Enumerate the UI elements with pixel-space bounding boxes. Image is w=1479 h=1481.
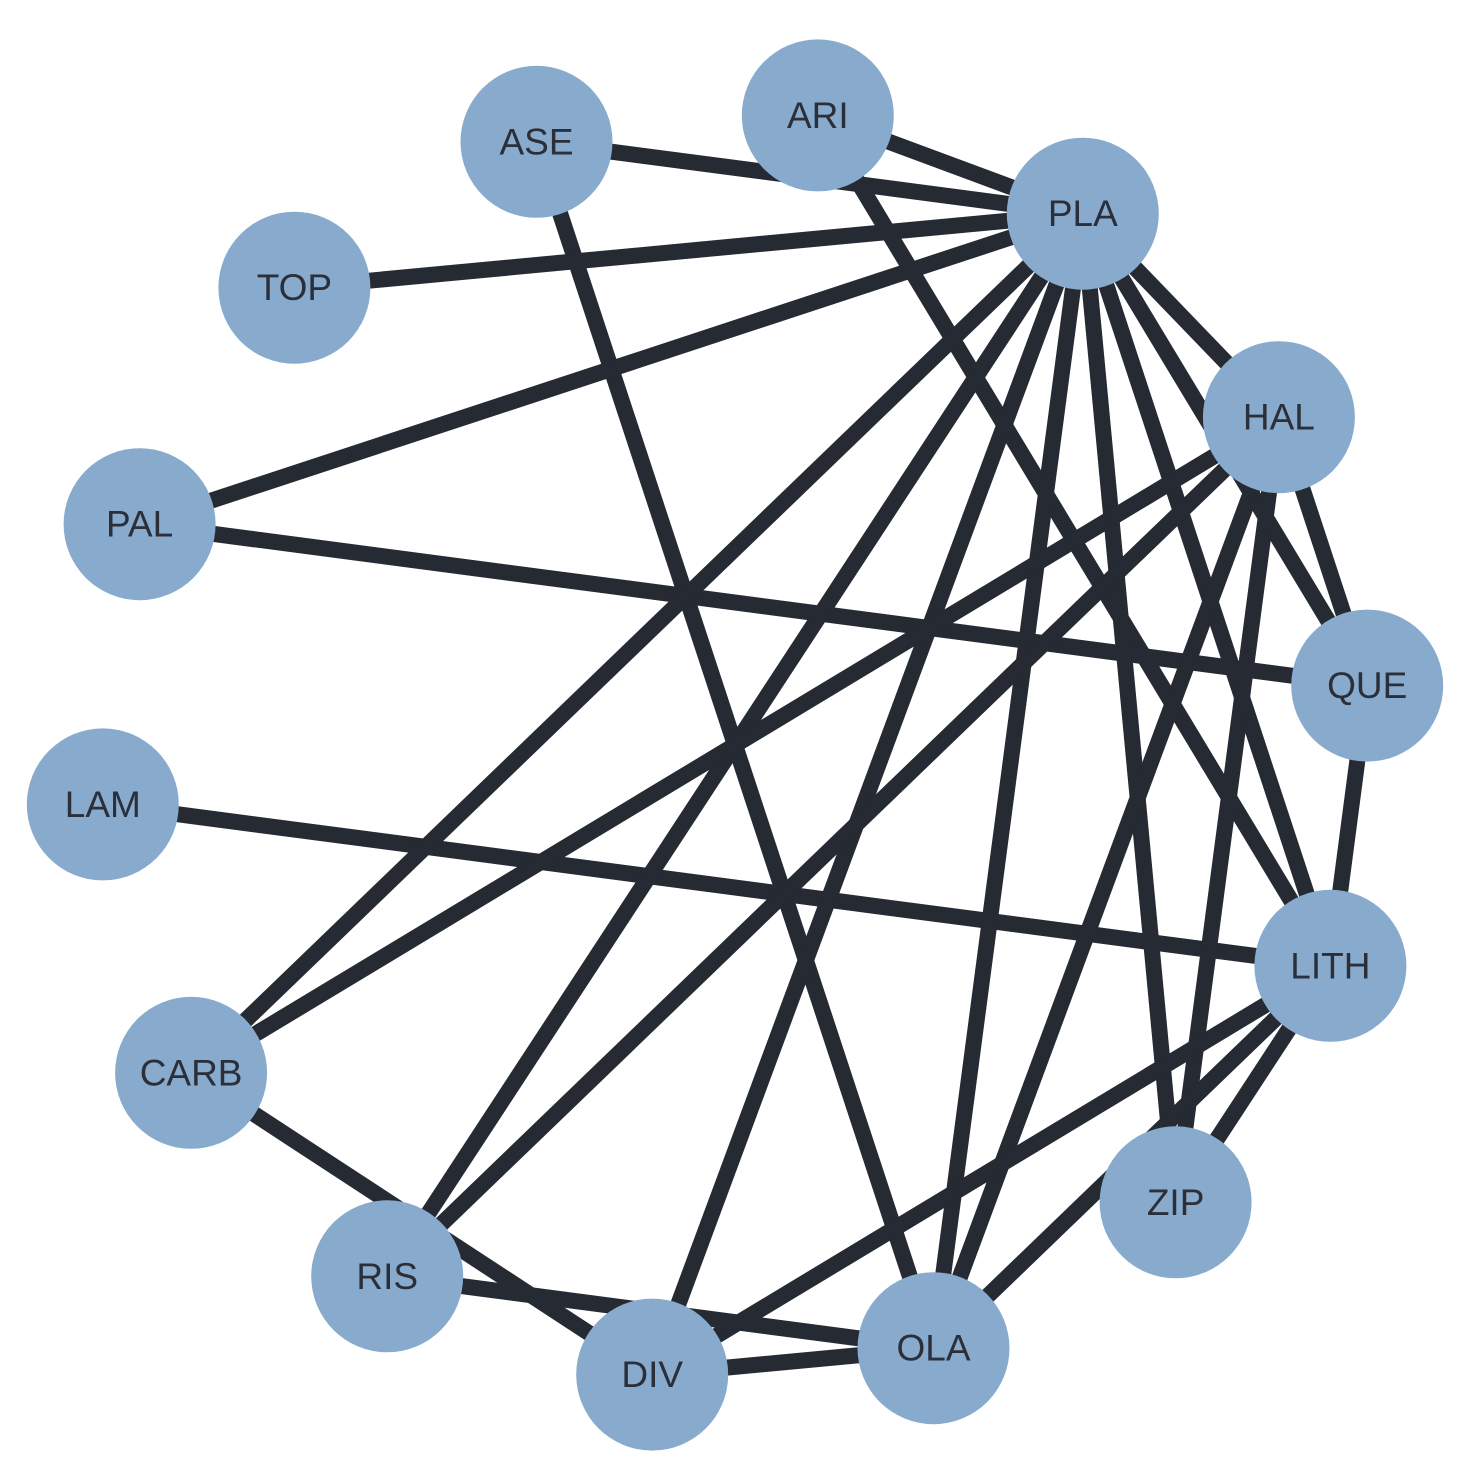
node-label: PLA <box>1048 193 1118 234</box>
node-hal: HAL <box>1202 341 1355 494</box>
node-ase: ASE <box>460 65 613 218</box>
node-circle <box>1006 137 1159 290</box>
edge-hal-zip <box>1167 416 1287 1204</box>
node-carb: CARB <box>115 996 268 1149</box>
edge-pla-ola <box>925 212 1091 1350</box>
node-label: ARI <box>787 95 849 136</box>
node-circle <box>576 1298 729 1451</box>
edge-pal-pla <box>137 206 1086 532</box>
edge-hal-ris <box>381 411 1285 1283</box>
node-label: LAM <box>65 784 141 825</box>
node-lith: LITH <box>1254 889 1407 1042</box>
node-label: OLA <box>896 1328 970 1369</box>
node-circle <box>857 1272 1010 1425</box>
edge-top-pla <box>293 205 1084 296</box>
edge-lith-div <box>648 958 1335 1382</box>
node-pal: PAL <box>63 448 216 601</box>
node-circle <box>1291 609 1444 762</box>
node-ris: RIS <box>311 1200 464 1353</box>
node-label: QUE <box>1327 665 1407 706</box>
node-circle <box>115 996 268 1149</box>
edge-hal-ola <box>925 414 1287 1351</box>
node-circle <box>63 448 216 601</box>
node-label: ZIP <box>1147 1182 1205 1223</box>
node-top: TOP <box>218 211 371 364</box>
node-label: ASE <box>499 121 573 162</box>
node-label: PAL <box>106 504 173 545</box>
node-label: DIV <box>621 1354 683 1395</box>
node-circle <box>1254 889 1407 1042</box>
edge-pal-que <box>138 516 1369 694</box>
node-que: QUE <box>1291 609 1444 762</box>
node-circle <box>311 1200 464 1353</box>
node-ola: OLA <box>857 1272 1010 1425</box>
node-lam: LAM <box>26 728 179 881</box>
edge-hal-carb <box>186 410 1284 1080</box>
node-circle <box>1202 341 1355 494</box>
node-layer: ARI PLA HAL QUE LITH ZIP OLA DIV RIS CARB LAM PAL TO… <box>26 39 1444 1451</box>
node-label: TOP <box>257 267 332 308</box>
edge-lam-lith <box>101 796 1332 974</box>
edge-pla-carb <box>185 207 1089 1079</box>
node-label: CARB <box>140 1052 243 1093</box>
node-ari: ARI <box>741 39 894 192</box>
node-zip: ZIP <box>1099 1126 1252 1279</box>
node-label: RIS <box>356 1256 418 1297</box>
node-circle <box>460 65 613 218</box>
node-pla: PLA <box>1006 137 1159 290</box>
node-circle <box>1099 1126 1252 1279</box>
edge-pla-zip <box>1074 212 1184 1204</box>
node-circle <box>26 728 179 881</box>
node-div: DIV <box>576 1298 729 1451</box>
edge-pla-div <box>644 210 1091 1378</box>
node-label: LITH <box>1290 945 1370 986</box>
node-label: HAL <box>1243 397 1315 438</box>
node-circle <box>218 211 371 364</box>
node-circle <box>741 39 894 192</box>
